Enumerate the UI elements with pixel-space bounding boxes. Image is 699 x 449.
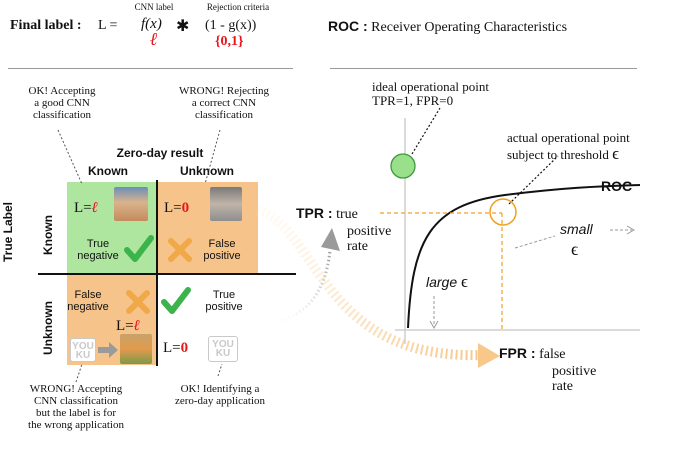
arrow-to-tpr xyxy=(261,249,332,327)
rejection-caption: Rejection criteria xyxy=(206,2,270,12)
q1-outcome: True negative xyxy=(77,238,119,262)
large-epsilon-label: large ϵ xyxy=(426,272,468,291)
roc-heading: ROC : Receiver Operating Characteristics xyxy=(328,18,568,35)
ideal-point-label: ideal operational point TPR=1, FPR=0 xyxy=(372,79,489,109)
ideal-operating-point xyxy=(390,153,416,179)
left-divider xyxy=(8,68,293,69)
small-eps-leader xyxy=(514,235,556,249)
game-character-icon xyxy=(120,334,152,364)
cross-icon xyxy=(168,238,192,262)
roc-acronym: ROC : xyxy=(328,18,368,34)
times-operator: ✱ xyxy=(176,18,190,35)
tpr-label-2: positive rate xyxy=(347,224,392,255)
q2-outcome: False positive xyxy=(203,238,241,262)
formula-ell: ℓ xyxy=(150,29,158,49)
roc-title: Receiver Operating Characteristics xyxy=(371,20,568,35)
col-known: Known xyxy=(88,164,128,178)
callout-wrong-reject: WRONG! Rejecting a correct CNN classific… xyxy=(178,85,270,121)
cnn-label-caption: CNN label xyxy=(134,2,174,12)
check-icon xyxy=(161,287,191,314)
roc-curve-label: ROC xyxy=(601,178,633,194)
arrow-to-fpr xyxy=(256,205,483,361)
formula-fx: f(x) xyxy=(141,16,162,32)
check-icon xyxy=(124,235,154,262)
arrow-head-fpr-icon xyxy=(478,343,500,368)
fpr-label: FPR : false xyxy=(499,345,566,362)
q4-outcome: True positive xyxy=(205,289,243,313)
formula-set01: {0,1} xyxy=(215,34,244,49)
cross-icon xyxy=(126,290,150,314)
callout-ok-accept: OK! Accepting a good CNN classification xyxy=(28,85,96,121)
ideal-leader-line xyxy=(411,107,441,155)
formula-one-minus-g: (1 - g(x)) xyxy=(205,18,257,33)
actual-point-label: actual operational point subject to thre… xyxy=(507,130,630,164)
callout-wrong-accept: WRONG! Accepting CNN classification but … xyxy=(28,383,124,431)
matrix-title: Zero-day result xyxy=(116,146,204,160)
person-photo-icon xyxy=(114,187,148,221)
q4-label-expr: L=0 xyxy=(163,340,189,356)
right-divider xyxy=(330,68,637,69)
q1-label-expr: L=ℓ xyxy=(74,200,99,216)
q3-outcome: False negative xyxy=(67,289,109,313)
actual-leader-line xyxy=(508,155,559,205)
roc-curve xyxy=(407,184,641,329)
matrix-horizontal-line xyxy=(38,273,296,275)
small-epsilon-label: small xyxy=(560,221,593,237)
callout-ok-identify: OK! Identifying a zero-day application xyxy=(174,383,266,407)
small-epsilon-symbol: ϵ xyxy=(571,239,579,259)
actual-operating-point xyxy=(489,198,517,226)
final-label-heading: Final label : xyxy=(10,18,82,33)
col-unknown: Unknown xyxy=(180,164,234,178)
fpr-label-2: positive rate xyxy=(552,364,597,395)
arrow-head-tpr-icon xyxy=(321,228,340,251)
q3-label-expr: L=ℓ xyxy=(116,318,141,334)
formula-lhs: L = xyxy=(98,18,118,33)
arrow-right-icon xyxy=(98,342,118,358)
q2-label-expr: L=0 xyxy=(164,200,190,216)
tpr-label: TPR : true xyxy=(296,205,358,222)
person-photo-icon xyxy=(210,187,242,221)
